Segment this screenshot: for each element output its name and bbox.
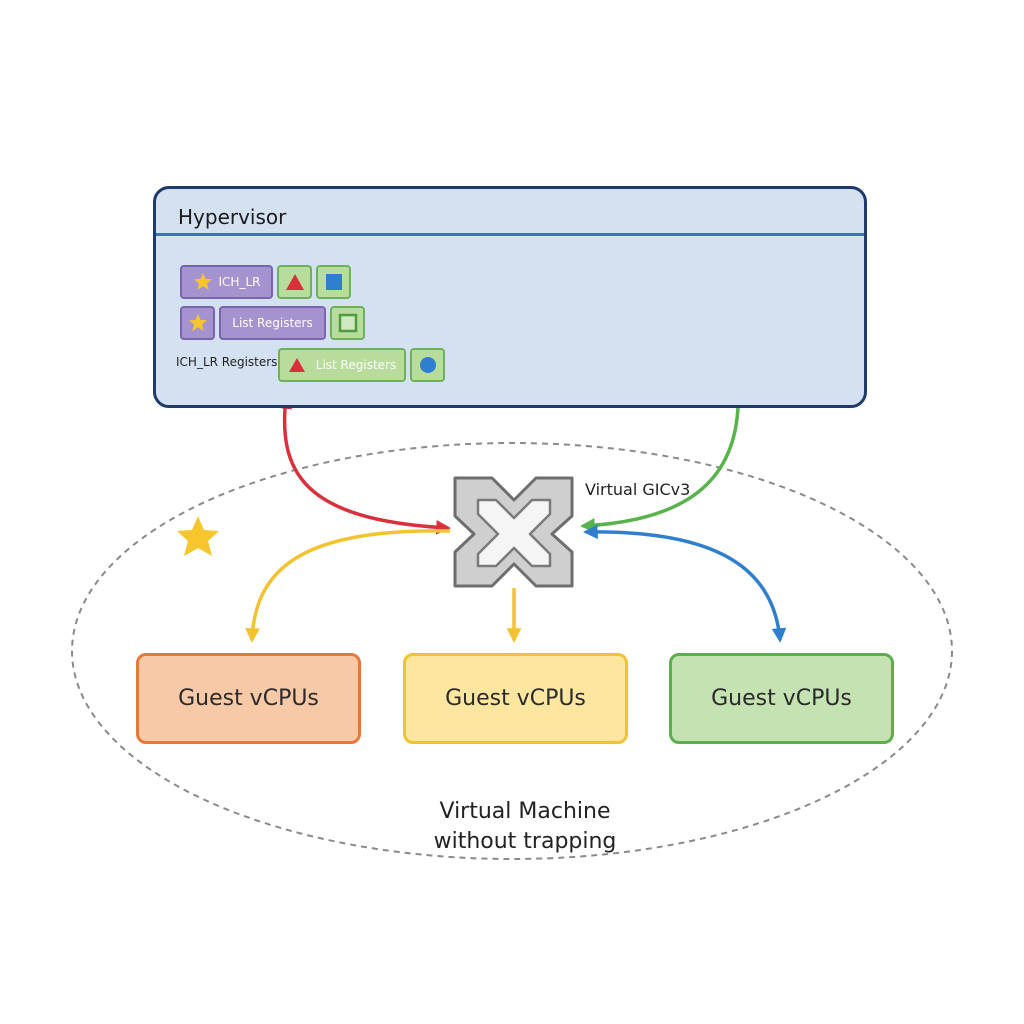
hypervisor-divider [156, 233, 864, 236]
square-chip [316, 265, 351, 299]
star-icon [188, 314, 207, 331]
guest-vcpus-label: Guest vCPUs [711, 686, 852, 711]
vm-label-line2: without trapping [433, 829, 617, 854]
gic-cross-icon [453, 476, 574, 588]
triangle-icon [288, 358, 305, 372]
star-icon [177, 516, 219, 556]
vm-label: Virtual Machine without trapping [400, 797, 650, 857]
circle-chip [410, 348, 445, 382]
ich-lr-chip: ICH_LR [180, 265, 273, 299]
triangle-icon [285, 274, 304, 290]
square-icon [325, 274, 342, 290]
square-outline-chip [330, 306, 365, 340]
circle-icon [419, 357, 436, 373]
red-arrow [277, 394, 451, 535]
hypervisor-panel: Hypervisor ICH_LR List Registers [153, 186, 867, 408]
guest-vcpus-box-middle: Guest vCPUs [403, 653, 628, 744]
list-registers-label: List Registers [232, 316, 313, 330]
vm-boundary [71, 442, 953, 860]
triangle-chip [277, 265, 312, 299]
guest-vcpus-label: Guest vCPUs [178, 686, 319, 711]
green-arrow [580, 384, 746, 533]
star-icon [193, 273, 212, 290]
list-registers-green-chip: List Registers [278, 348, 406, 382]
blue-arrow [583, 524, 787, 643]
guest-vcpus-box-left: Guest vCPUs [136, 653, 361, 744]
guest-vcpus-box-right: Guest vCPUs [669, 653, 894, 744]
yellow-arrow-left [245, 529, 451, 643]
ich-lr-label: ICH_LR [218, 275, 261, 289]
square-icon [338, 313, 357, 333]
star-chip [180, 306, 215, 340]
gic-label: Virtual GICv3 [585, 480, 691, 499]
list-registers-chip: List Registers [219, 306, 326, 340]
ich-lr-registers-label: ICH_LR Registers [176, 355, 278, 369]
hypervisor-title: Hypervisor [178, 205, 287, 229]
guest-vcpus-label: Guest vCPUs [445, 686, 586, 711]
list-registers-green-label: List Registers [315, 358, 397, 372]
vm-label-line1: Virtual Machine [439, 799, 611, 824]
